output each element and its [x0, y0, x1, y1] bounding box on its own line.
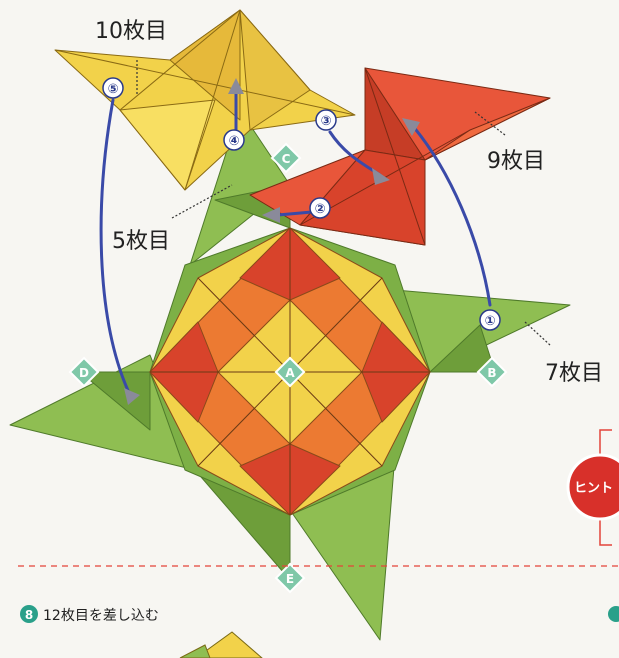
label-sheet-7: 7枚目: [545, 361, 603, 386]
arrow-head-3: [372, 168, 390, 185]
svg-text:12枚目を差し込む: 12枚目を差し込む: [43, 608, 159, 624]
arrow-head-2: [262, 207, 280, 223]
arrow-head-5: [124, 388, 140, 405]
cropped-step-marker: [608, 606, 619, 622]
svg-text:①: ①: [484, 314, 495, 329]
next-step-preview: [179, 631, 263, 658]
green-triangle-left-dark: [79, 371, 151, 431]
svg-text:④: ④: [228, 134, 239, 149]
svg-text:B: B: [487, 366, 496, 380]
step-5-marker: ⑤: [102, 77, 124, 99]
leader-lines: [136, 60, 551, 346]
svg-text:②: ②: [314, 202, 325, 217]
step-2-marker: ②: [309, 197, 331, 219]
svg-text:8: 8: [25, 608, 33, 622]
arrow-head-4: [228, 78, 244, 94]
svg-text:D: D: [79, 366, 89, 380]
vertex-a: A: [274, 356, 306, 388]
hint-badge: ヒント: [566, 429, 619, 546]
step-1-marker: ①: [479, 309, 501, 331]
step-markers: ⑤ ④ ③ ② ①: [102, 77, 501, 331]
arrow-1-curve: [410, 123, 492, 307]
svg-text:C: C: [282, 152, 291, 166]
svg-text:ヒント: ヒント: [574, 481, 613, 496]
svg-text:⑤: ⑤: [107, 82, 118, 97]
svg-text:A: A: [285, 366, 295, 380]
green-triangle-right-dark: [429, 324, 496, 373]
vertex-e: E: [274, 562, 306, 594]
arrow-heads: [124, 78, 420, 405]
step-8-caption: 8 12枚目を差し込む: [20, 605, 159, 624]
svg-text:③: ③: [320, 114, 331, 129]
svg-text:E: E: [286, 572, 294, 586]
vertex-c: C: [270, 142, 302, 174]
vertex-b: B: [476, 356, 508, 388]
arrow-5-curve: [99, 98, 132, 397]
step-4-marker: ④: [223, 129, 245, 151]
label-sheet-9: 9枚目: [487, 149, 545, 174]
arrow-head-1: [402, 118, 420, 136]
vertex-markers: A B C D E: [68, 142, 508, 594]
sheet-10-piece: [54, 9, 356, 191]
arrow-2-line: [276, 210, 314, 217]
vertex-d: D: [68, 356, 100, 388]
label-sheet-5: 5枚目: [112, 229, 170, 254]
label-sheet-10: 10枚目: [95, 19, 167, 44]
step-3-marker: ③: [315, 109, 337, 131]
green-triangle-top: [189, 109, 291, 266]
